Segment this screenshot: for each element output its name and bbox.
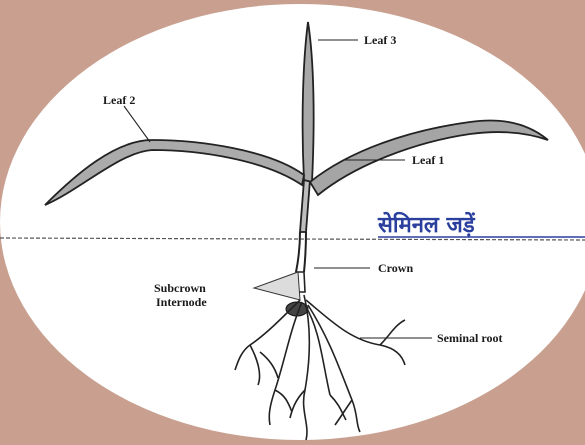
label-leaf-3: Leaf 3 [364,33,396,47]
label-leaf-2: Leaf 2 [103,93,135,107]
label-subcrown-line2: Internode [156,295,207,309]
label-crown: Crown [378,261,413,275]
label-seminal-root: Seminal root [437,331,502,345]
label-subcrown-line1: Subcrown [154,281,206,295]
label-leaf-1: Leaf 1 [412,153,444,167]
hindi-caption: सेमिनल जड़ें [377,211,476,238]
oval-frame [0,4,585,440]
